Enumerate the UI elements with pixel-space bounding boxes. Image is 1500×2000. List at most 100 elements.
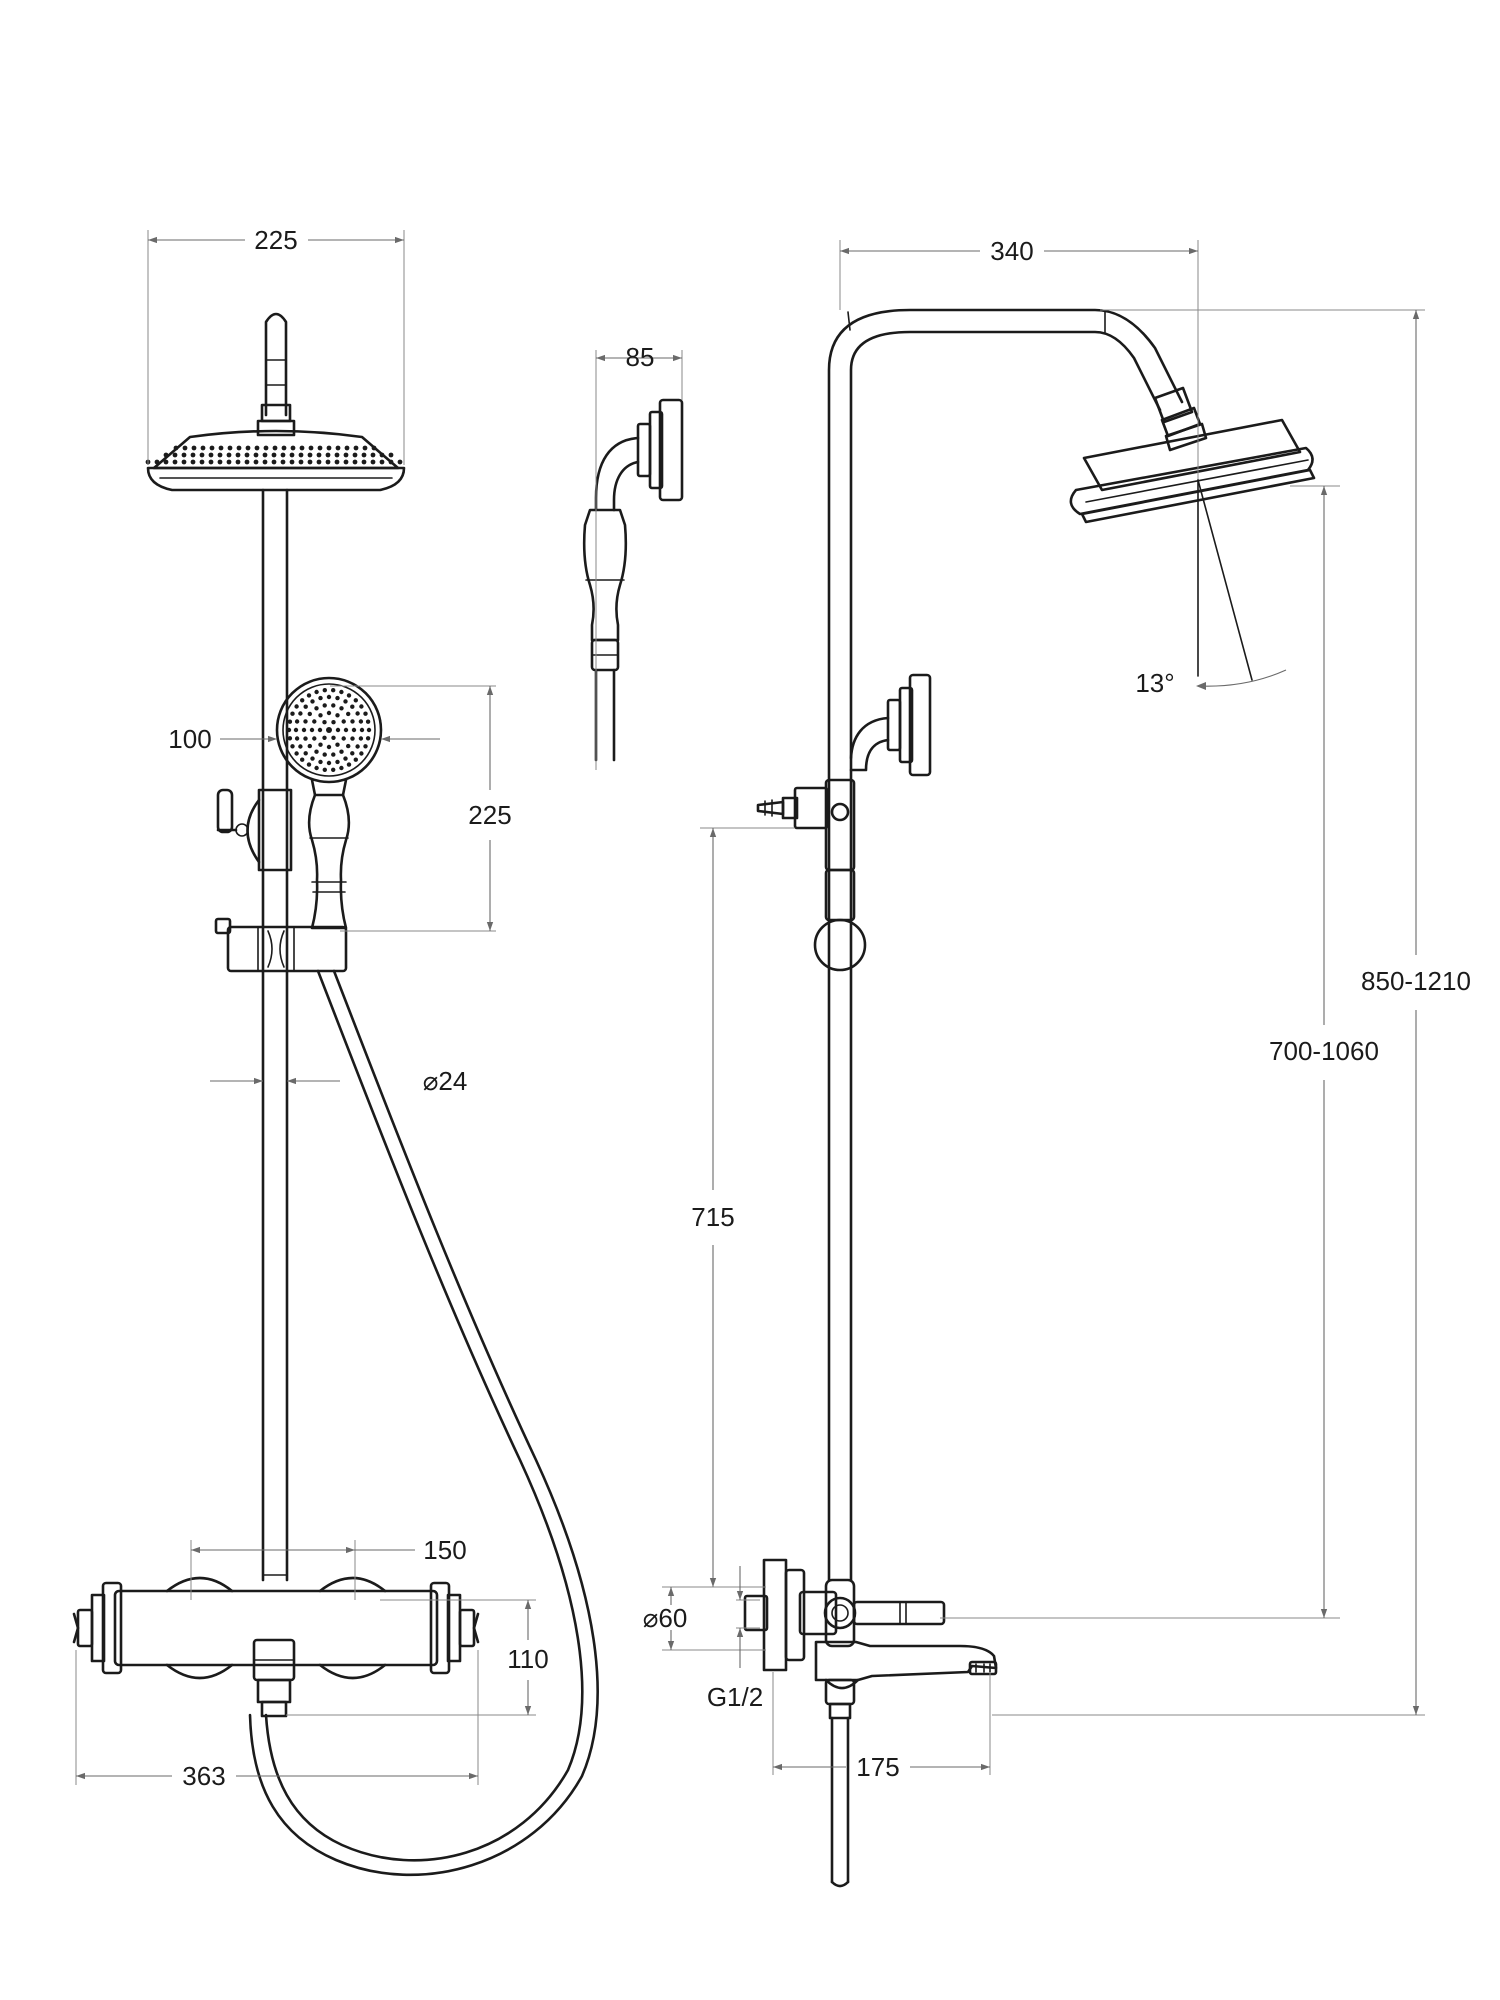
dim-spout-projection: 175 xyxy=(856,1752,899,1782)
dim-holder-height: 225 xyxy=(468,800,511,830)
nozzle-dot xyxy=(331,752,336,757)
dimension-labels: 225 100 225 ⌀24 150 110 363 85 340 13° 8… xyxy=(168,225,1471,1791)
dim-rail-diameter: ⌀24 xyxy=(423,1066,468,1096)
nozzle-dot xyxy=(325,459,331,465)
nozzle-dot xyxy=(326,727,332,733)
nozzle-dot xyxy=(298,452,304,458)
nozzle-dot xyxy=(326,710,332,716)
nozzle-dot xyxy=(314,765,319,771)
nozzle-dot xyxy=(290,445,296,451)
nozzle-dot xyxy=(316,452,322,458)
nozzle-dot xyxy=(182,445,188,451)
nozzle-dot xyxy=(235,459,241,465)
nozzle-dot xyxy=(322,703,327,708)
nozzle-dot xyxy=(339,706,344,711)
side-mixer xyxy=(743,1558,946,1672)
nozzle-dot xyxy=(322,688,327,693)
nozzle-dot xyxy=(359,727,365,733)
dim-mixer-width: 363 xyxy=(182,1761,225,1791)
side-handshower-holder xyxy=(849,673,932,777)
nozzle-dot xyxy=(298,459,304,465)
dim-inlet-thread: G1/2 xyxy=(707,1682,763,1712)
nozzle-dot xyxy=(200,445,206,451)
nozzle-dot xyxy=(299,445,305,451)
nozzle-dot xyxy=(334,459,340,465)
nozzle-dot xyxy=(358,719,364,724)
nozzle-dot xyxy=(335,445,341,451)
nozzle-dot xyxy=(326,694,332,700)
nozzle-dot xyxy=(335,759,340,765)
nozzle-dot xyxy=(294,736,300,741)
nozzle-dot xyxy=(318,742,323,747)
nozzle-dot xyxy=(236,445,242,451)
nozzle-dot xyxy=(341,719,346,724)
nozzle-dot xyxy=(334,452,340,458)
nozzle-dot xyxy=(365,719,371,724)
nozzle-dot xyxy=(190,459,196,465)
nozzle-dot xyxy=(245,445,251,451)
nozzle-dot xyxy=(322,752,327,757)
nozzle-dot xyxy=(199,459,205,465)
dim-bracket-height: 715 xyxy=(691,1202,734,1232)
nozzle-dot xyxy=(346,762,352,767)
nozzle-dot xyxy=(190,452,196,458)
nozzle-dot xyxy=(346,711,351,717)
nozzle-dot xyxy=(339,765,344,771)
nozzle-dot xyxy=(318,713,323,718)
nozzle-dot xyxy=(341,736,346,741)
nozzle-dot xyxy=(298,744,303,749)
nozzle-dot xyxy=(322,735,327,740)
nozzle-dot xyxy=(335,713,340,718)
dim-hand-shower-diameter: 100 xyxy=(168,724,211,754)
dim-escutcheon-diameter: ⌀60 xyxy=(643,1603,688,1633)
nozzle-dot xyxy=(325,452,331,458)
nozzle-dot xyxy=(306,762,312,767)
hand-shower-bracket xyxy=(216,788,293,872)
nozzle-dot xyxy=(350,736,355,741)
side-rail xyxy=(827,778,853,1582)
nozzle-dot xyxy=(286,727,292,733)
nozzle-dot xyxy=(208,459,214,465)
nozzle-dot xyxy=(293,727,299,733)
nozzle-dot xyxy=(244,452,250,458)
nozzle-dot xyxy=(281,445,287,451)
nozzle-dot xyxy=(379,452,385,458)
shower-arm xyxy=(827,308,1184,782)
nozzle-dot xyxy=(322,720,327,725)
nozzle-dot xyxy=(303,751,308,756)
nozzle-dot xyxy=(361,452,367,458)
nozzle-dot xyxy=(344,445,350,451)
dim-bracket-depth: 85 xyxy=(626,342,655,372)
nozzle-dot xyxy=(370,452,376,458)
nozzle-dot xyxy=(365,736,371,741)
nozzle-dot xyxy=(388,452,394,458)
nozzle-dot xyxy=(235,452,241,458)
nozzle-dot xyxy=(218,445,224,451)
nozzle-dot xyxy=(308,445,314,451)
nozzle-dot xyxy=(306,693,312,698)
nozzle-dot xyxy=(351,727,357,733)
nozzle-dot xyxy=(301,727,307,733)
nozzle-dot xyxy=(294,719,300,724)
shower-rail xyxy=(261,488,289,1582)
nozzle-dot xyxy=(322,767,327,772)
side-shower-head xyxy=(1069,418,1316,524)
nozzle-dot xyxy=(289,452,295,458)
nozzle-dot xyxy=(307,743,312,749)
nozzle-dot xyxy=(346,743,351,749)
nozzle-dot xyxy=(226,459,232,465)
nozzle-dot xyxy=(355,744,360,749)
nozzle-dot xyxy=(343,452,349,458)
nozzle-dot xyxy=(294,704,299,709)
hose-fitting xyxy=(252,1638,296,1718)
nozzle-dot xyxy=(289,459,295,465)
hand-shower-nozzles xyxy=(286,688,372,772)
dim-inlet-spacing: 150 xyxy=(423,1535,466,1565)
slider-holder xyxy=(214,917,348,973)
nozzle-dot xyxy=(339,749,344,754)
nozzle-dot xyxy=(154,459,160,465)
head-nozzles xyxy=(145,445,403,465)
nozzle-dot xyxy=(227,445,233,451)
nozzle-dot xyxy=(307,452,313,458)
nozzle-dot xyxy=(217,459,223,465)
